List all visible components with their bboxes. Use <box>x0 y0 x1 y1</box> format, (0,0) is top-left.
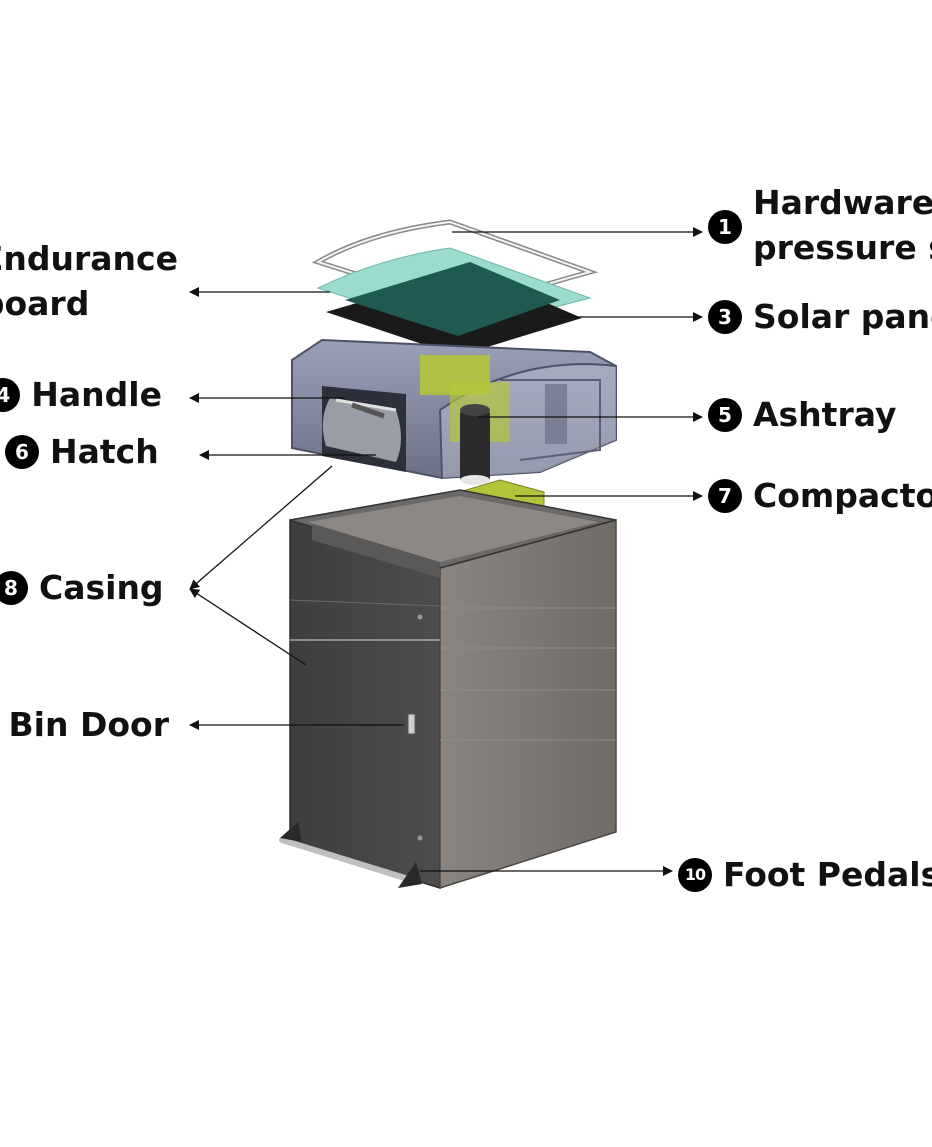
callout-7: 7 Compacto <box>708 474 932 518</box>
leader-line-8b <box>189 588 307 666</box>
callout-2-line-2: board <box>0 284 90 323</box>
callout-1-line-2: pressure s <box>753 228 932 267</box>
callout-number-10: 10 <box>678 858 712 892</box>
callout-3: 3 Solar pane <box>708 295 932 339</box>
solar-panel <box>326 262 582 356</box>
casing <box>289 489 617 890</box>
callout-number-5: 5 <box>708 398 742 432</box>
callout-number-3: 3 <box>708 300 742 334</box>
callout-4-text: Handle <box>31 375 162 414</box>
callout-5: 5 Ashtray <box>708 393 897 437</box>
callout-6: 6 Hatch <box>5 430 159 474</box>
hatch <box>322 386 406 472</box>
callout-2-text: Endurance board <box>0 236 178 326</box>
callout-number-1: 1 <box>708 210 742 244</box>
callout-9: Bin Door <box>9 703 169 747</box>
callout-2-line-1: Endurance <box>0 239 178 278</box>
ashtray <box>460 404 490 485</box>
callout-number-6: 6 <box>5 435 39 469</box>
callout-3-text: Solar pane <box>753 297 932 336</box>
callout-10-text: Foot Pedals <box>723 855 932 894</box>
callout-6-text: Hatch <box>50 432 159 471</box>
callout-7-text: Compacto <box>753 476 932 515</box>
callout-1: 1 <box>708 210 753 244</box>
callout-number-4: 4 <box>0 378 21 412</box>
foot-pedals <box>279 822 422 888</box>
callout-9-text: Bin Door <box>8 705 169 744</box>
callout-5-text: Ashtray <box>753 395 897 434</box>
callout-1-text: Hardware pressure s <box>753 180 932 270</box>
callout-4: 4 Handle <box>0 373 162 417</box>
callout-10: 10 Foot Pedals <box>678 853 932 897</box>
callout-8: 8 Casing <box>0 566 164 610</box>
leader-line-8a <box>189 465 333 590</box>
callout-number-7: 7 <box>708 479 742 513</box>
callout-1-line-1: Hardware <box>753 183 932 222</box>
callout-8-text: Casing <box>39 568 164 607</box>
bin-door-latch <box>407 713 416 735</box>
callout-number-8: 8 <box>0 571 28 605</box>
